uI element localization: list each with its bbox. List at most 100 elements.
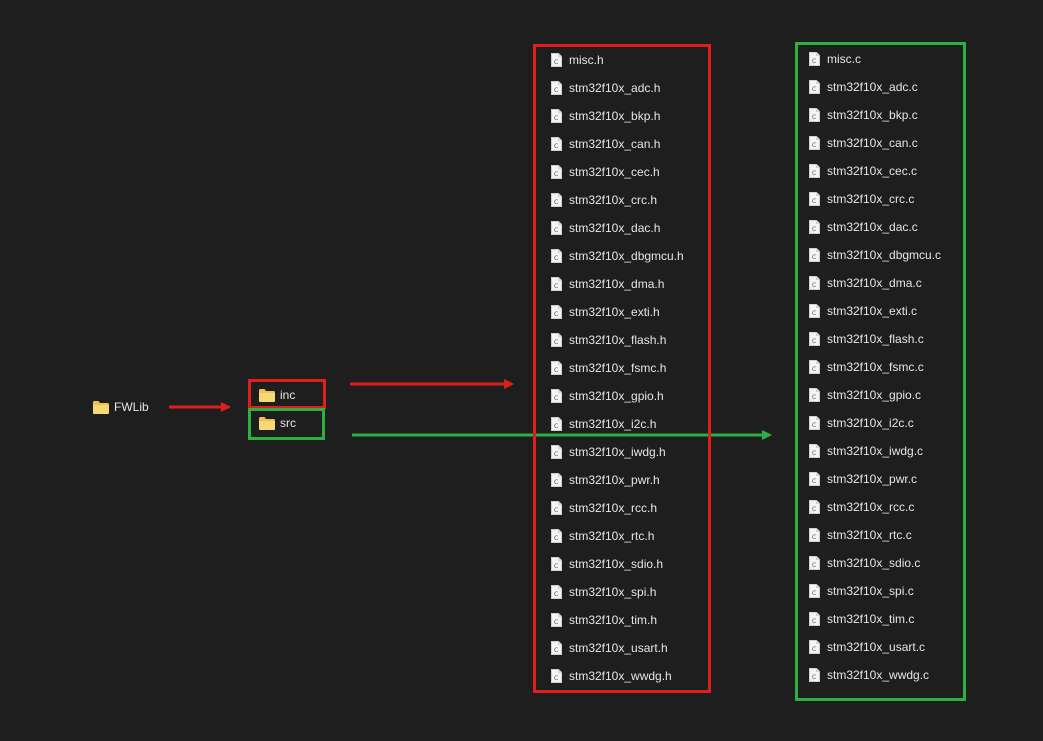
svg-text:C: C: [812, 141, 817, 149]
svg-text:C: C: [812, 393, 817, 401]
c-source-file-icon: C: [551, 501, 562, 515]
file-label: stm32f10x_tim.c: [827, 612, 915, 626]
c-source-file-icon: C: [551, 669, 562, 683]
file-label: stm32f10x_spi.c: [827, 584, 914, 598]
c-source-file-icon: C: [809, 192, 820, 206]
c-source-file-icon: C: [551, 445, 562, 459]
file-label: stm32f10x_flash.h: [569, 333, 667, 347]
c-source-file-icon: C: [551, 193, 562, 207]
svg-text:C: C: [554, 282, 559, 290]
c-source-file-icon: C: [809, 640, 820, 654]
svg-text:C: C: [812, 337, 817, 345]
c-source-file-icon: C: [809, 612, 820, 626]
folder-inc[interactable]: inc: [259, 385, 295, 405]
file-label: stm32f10x_bkp.h: [569, 109, 661, 123]
svg-text:C: C: [812, 421, 817, 429]
file-label: stm32f10x_i2c.c: [827, 416, 914, 430]
svg-text:C: C: [812, 561, 817, 569]
folder-src[interactable]: src: [259, 413, 296, 433]
svg-text:C: C: [812, 505, 817, 513]
src-highlight-box: [248, 408, 325, 440]
folder-fwlib[interactable]: FWLib: [93, 397, 149, 417]
file-label: stm32f10x_can.h: [569, 137, 661, 151]
file-label: stm32f10x_crc.h: [569, 193, 658, 207]
file-label: stm32f10x_dac.h: [569, 221, 661, 235]
file-label: stm32f10x_cec.c: [827, 164, 918, 178]
file-label: stm32f10x_rcc.h: [569, 501, 658, 515]
file-label: stm32f10x_sdio.h: [569, 557, 664, 571]
c-source-file-icon: C: [551, 557, 562, 571]
svg-text:C: C: [554, 254, 559, 262]
svg-text:C: C: [554, 226, 559, 234]
file-label: stm32f10x_exti.h: [569, 305, 660, 319]
file-label: stm32f10x_gpio.c: [827, 388, 922, 402]
file-label: stm32f10x_cec.h: [569, 165, 660, 179]
svg-text:C: C: [554, 562, 559, 570]
svg-text:C: C: [554, 674, 559, 682]
folder-icon: [259, 416, 275, 430]
file-label: stm32f10x_exti.c: [827, 304, 918, 318]
c-source-file-icon: C: [551, 641, 562, 655]
c-source-file-icon: C: [809, 276, 820, 290]
file-label: stm32f10x_bkp.c: [827, 108, 918, 122]
svg-text:C: C: [554, 86, 559, 94]
file-label: stm32f10x_dac.c: [827, 220, 918, 234]
inc-highlight-box: [248, 379, 326, 409]
svg-text:C: C: [812, 449, 817, 457]
svg-text:C: C: [554, 506, 559, 514]
svg-text:C: C: [812, 85, 817, 93]
c-source-file-icon: C: [809, 472, 820, 486]
file-label: stm32f10x_can.c: [827, 136, 918, 150]
c-source-file-icon: C: [551, 137, 562, 151]
c-source-file-icon: C: [551, 417, 562, 431]
svg-text:C: C: [812, 225, 817, 233]
c-source-file-icon: C: [551, 305, 562, 319]
